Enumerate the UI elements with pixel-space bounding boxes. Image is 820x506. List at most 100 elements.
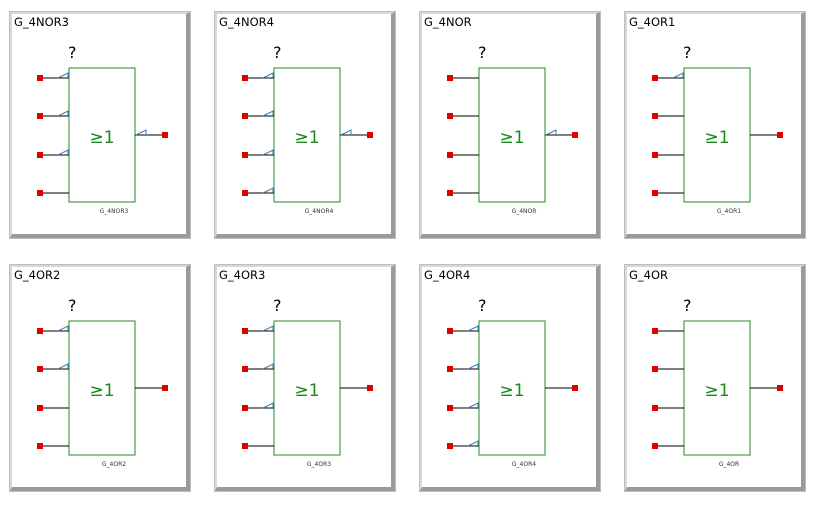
tile-title: G_4OR2 [14,268,60,282]
gate-function-symbol: ≥1 [704,381,729,401]
input-pin-1[interactable] [652,75,658,81]
tile-title: G_4OR1 [629,15,675,29]
output-pin[interactable] [777,132,783,138]
tile-title: G_4OR [629,268,668,282]
input-inversion-flag-3 [467,402,479,409]
input-pin-2[interactable] [447,113,453,119]
tile-title: G_4OR3 [219,268,265,282]
input-pin-2[interactable] [447,366,453,372]
input-pin-1[interactable] [37,328,43,334]
output-pin[interactable] [162,385,168,391]
input-pin-3[interactable] [242,152,248,158]
part-name-label: G_4NOR4 [305,208,334,215]
input-pin-4[interactable] [447,190,453,196]
output-inversion-flag [545,129,557,136]
input-inversion-flag-2 [262,363,274,370]
input-pin-3[interactable] [447,405,453,411]
output-pin[interactable] [572,132,578,138]
reference-designator: ? [683,296,692,315]
output-pin[interactable] [367,385,373,391]
input-pin-3[interactable] [37,152,43,158]
input-pin-4[interactable] [37,443,43,449]
reference-designator: ? [273,43,282,62]
reference-designator: ? [478,296,487,315]
input-inversion-flag-2 [57,363,69,370]
input-pin-4[interactable] [37,190,43,196]
input-pin-1[interactable] [242,75,248,81]
input-pin-1[interactable] [447,75,453,81]
gate-symbol-canvas: G_4OR4?≥1G_4OR4 [424,268,578,468]
part-name-label: G_4NOR3 [100,208,129,215]
reference-designator: ? [683,43,692,62]
input-inversion-flag-1 [57,325,69,332]
tile-title: G_4NOR3 [14,15,69,29]
output-pin[interactable] [572,385,578,391]
input-inversion-flag-4 [262,187,274,194]
gate-function-symbol: ≥1 [499,128,524,148]
reference-designator: ? [273,296,282,315]
input-pin-2[interactable] [652,113,658,119]
part-name-label: G_4NOR [512,208,537,215]
input-pin-4[interactable] [652,443,658,449]
input-pin-3[interactable] [447,152,453,158]
output-pin[interactable] [162,132,168,138]
input-pin-3[interactable] [242,405,248,411]
input-inversion-flag-2 [262,110,274,117]
input-inversion-flag-3 [57,149,69,156]
output-inversion-flag [340,129,352,136]
part-name-label: G_4OR4 [512,461,536,468]
input-inversion-flag-1 [672,72,684,79]
input-pin-4[interactable] [447,443,453,449]
input-pin-3[interactable] [652,405,658,411]
reference-designator: ? [68,43,77,62]
gate-function-symbol: ≥1 [704,128,729,148]
gate-symbol-canvas: G_4OR3?≥1G_4OR3 [219,268,373,468]
input-inversion-flag-1 [467,325,479,332]
input-inversion-flag-1 [262,325,274,332]
input-pin-2[interactable] [37,366,43,372]
input-pin-1[interactable] [242,328,248,334]
output-pin[interactable] [367,132,373,138]
input-inversion-flag-2 [467,363,479,370]
input-inversion-flag-4 [467,440,479,447]
input-inversion-flag-1 [57,72,69,79]
output-pin[interactable] [777,385,783,391]
gate-symbol-canvas: G_4NOR?≥1G_4NOR [424,15,578,215]
input-inversion-flag-3 [262,149,274,156]
input-pin-3[interactable] [37,405,43,411]
input-pin-3[interactable] [652,152,658,158]
gate-symbol-canvas: G_4OR?≥1G_4OR [629,268,783,468]
gate-function-symbol: ≥1 [294,128,319,148]
tile-title: G_4NOR4 [219,15,274,29]
output-inversion-flag [135,129,147,136]
part-name-label: G_4OR2 [102,461,126,468]
reference-designator: ? [68,296,77,315]
input-pin-4[interactable] [652,190,658,196]
input-pin-2[interactable] [652,366,658,372]
input-inversion-flag-2 [57,110,69,117]
input-inversion-flag-1 [262,72,274,79]
input-pin-2[interactable] [242,366,248,372]
gate-symbol-canvas: G_4OR2?≥1G_4OR2 [14,268,168,468]
input-pin-2[interactable] [37,113,43,119]
gate-function-symbol: ≥1 [499,381,524,401]
input-pin-1[interactable] [447,328,453,334]
gate-function-symbol: ≥1 [294,381,319,401]
gate-symbol-canvas: G_4OR1?≥1G_4OR1 [629,15,783,215]
gate-symbol-canvas: G_4NOR3?≥1G_4NOR3 [14,15,168,215]
input-pin-4[interactable] [242,190,248,196]
gate-function-symbol: ≥1 [89,381,114,401]
input-pin-2[interactable] [242,113,248,119]
input-pin-1[interactable] [37,75,43,81]
input-pin-4[interactable] [242,443,248,449]
input-pin-1[interactable] [652,328,658,334]
tile-title: G_4NOR [424,15,472,29]
